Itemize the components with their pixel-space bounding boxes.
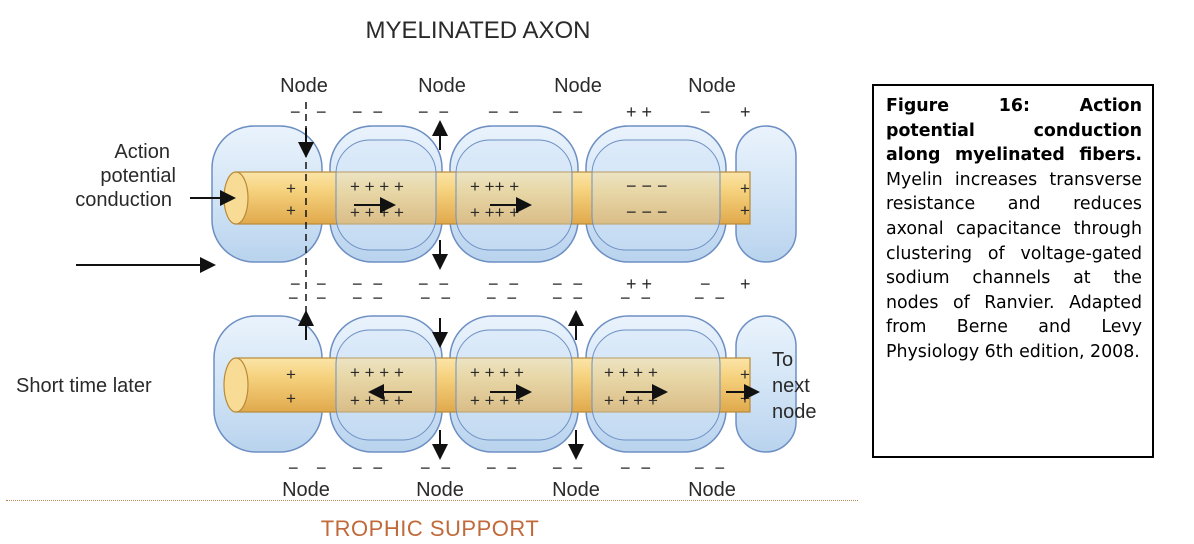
svg-text:− −: − −	[694, 288, 725, 308]
node-label: Node	[552, 479, 600, 500]
svg-text:− −: − −	[418, 274, 449, 294]
svg-text:+: +	[286, 179, 296, 198]
section-heading: TROPHIC SUPPORT	[320, 516, 540, 541]
node-label: Node	[418, 75, 466, 97]
svg-text:− −: − −	[420, 288, 451, 308]
axon-cut-end	[223, 357, 249, 413]
svg-text:+: +	[740, 102, 751, 122]
svg-text:− −: − −	[352, 458, 383, 478]
svg-text:+: +	[286, 389, 296, 408]
figure-caption: Figure 16: Action potential conduction a…	[886, 94, 1142, 365]
node-label: Node	[554, 75, 602, 97]
caption-body: Myelin increases transverse resistance a…	[886, 169, 1142, 362]
svg-text:+ + + +: + + + +	[470, 391, 524, 410]
svg-text:− −: − −	[552, 102, 583, 122]
diagram-title: MYELINATED AXON	[366, 17, 591, 44]
svg-text:− −: − −	[486, 288, 517, 308]
svg-text:−: −	[288, 288, 299, 308]
svg-text:−: −	[316, 458, 327, 478]
node-label: Node	[416, 479, 464, 500]
svg-text:+ +: + +	[626, 274, 652, 294]
svg-text:+ + + +: + + + +	[350, 177, 404, 196]
action-potential-label: potential	[100, 165, 176, 187]
svg-text:− −: − −	[420, 458, 451, 478]
svg-text:+ + + +: + + + +	[350, 391, 404, 410]
svg-text:−: −	[316, 274, 327, 294]
to-next-node-label: next	[772, 375, 810, 397]
svg-text:+ + + +: + + + +	[350, 363, 404, 382]
svg-text:+ + + +: + + + +	[470, 363, 524, 382]
node-label: Node	[688, 75, 736, 97]
svg-text:−: −	[316, 102, 327, 122]
svg-text:− −: − −	[488, 274, 519, 294]
section-divider	[6, 500, 858, 501]
svg-text:− −: − −	[694, 458, 725, 478]
svg-text:− −: − −	[620, 288, 651, 308]
svg-text:+: +	[286, 201, 296, 220]
action-potential-label: conduction	[75, 189, 172, 211]
svg-text:+: +	[740, 365, 750, 384]
svg-text:+ +: + +	[626, 102, 652, 122]
svg-text:+ ++ +: + ++ +	[470, 177, 519, 196]
to-next-node-label: node	[772, 401, 817, 423]
myelinated-axon-diagram: MYELINATED AXON Node Node Node Node − − …	[16, 17, 817, 500]
svg-text:−: −	[288, 458, 299, 478]
top-axon: Node Node Node Node − − − − − − − − − − …	[190, 75, 797, 294]
svg-text:− −: − −	[486, 458, 517, 478]
svg-text:− − −: − − −	[626, 202, 668, 222]
node-label: Node	[688, 479, 736, 500]
node-label: Node	[280, 75, 328, 97]
svg-text:− −: − −	[552, 458, 583, 478]
svg-text:− −: − −	[352, 274, 383, 294]
caption-title: Figure 16: Action potential conduction a…	[886, 96, 1142, 166]
svg-text:+ + + +: + + + +	[604, 391, 658, 410]
svg-text:− −: − −	[552, 274, 583, 294]
svg-text:+: +	[740, 201, 750, 220]
svg-text:− −: − −	[620, 458, 651, 478]
short-time-later-label: Short time later	[16, 375, 152, 397]
figure-caption-box: Figure 16: Action potential conduction a…	[872, 84, 1154, 458]
svg-text:+ + + +: + + + +	[604, 363, 658, 382]
svg-text:−: −	[316, 288, 327, 308]
svg-text:+: +	[740, 274, 751, 294]
to-next-node-label: To	[772, 349, 793, 371]
svg-text:− −: − −	[352, 102, 383, 122]
node-label: Node	[282, 479, 330, 500]
svg-text:− −: − −	[352, 288, 383, 308]
svg-text:−: −	[290, 274, 301, 294]
action-potential-label: Action	[114, 141, 170, 163]
svg-text:− −: − −	[552, 288, 583, 308]
svg-text:+: +	[286, 365, 296, 384]
svg-text:− −: − −	[418, 102, 449, 122]
svg-text:−: −	[290, 102, 301, 122]
svg-text:− −: − −	[488, 102, 519, 122]
bottom-axon: − − − − − − − − − − − − − − + + + + + + …	[213, 288, 797, 500]
svg-text:−: −	[700, 102, 711, 122]
svg-text:−: −	[700, 274, 711, 294]
svg-text:+: +	[740, 179, 750, 198]
svg-text:− − −: − − −	[626, 176, 668, 196]
svg-text:+ ++ +: + ++ +	[470, 203, 519, 222]
